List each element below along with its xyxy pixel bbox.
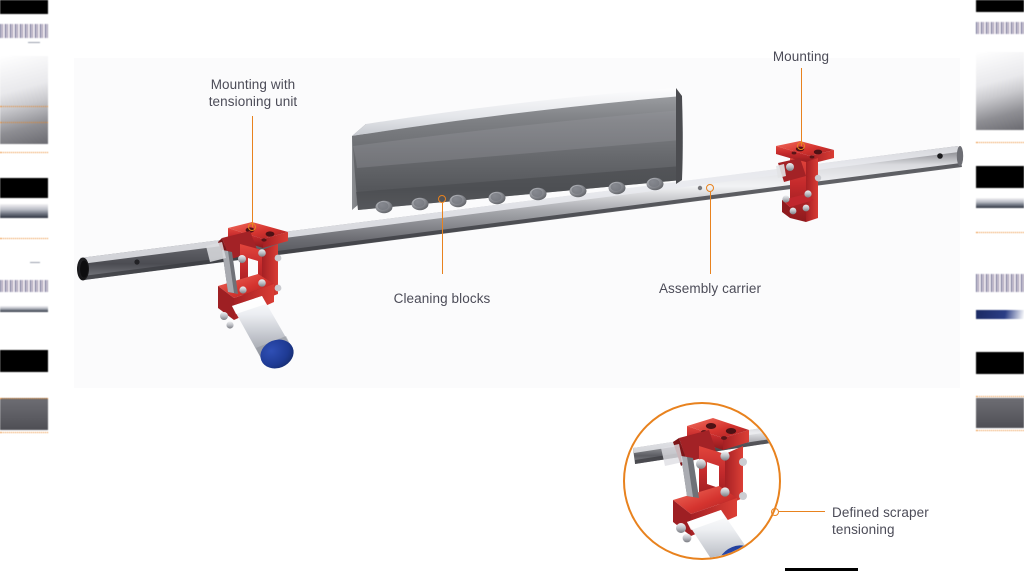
callout-label-mounting: Mounting [772, 49, 830, 64]
leader-line-mounting-tensioning [252, 116, 254, 227]
detail-view-leader-marker [771, 508, 779, 516]
leader-marker-mounting [797, 142, 805, 150]
callout-label-mounting-with-tensioning-unit: Mounting with tensioning unit [208, 77, 298, 109]
leader-line-cleaning-blocks [442, 203, 444, 274]
page-bleed-left [0, 0, 48, 576]
leader-line-assembly-carrier [710, 192, 712, 274]
leader-line-mounting [801, 68, 803, 146]
callout-label-assembly-carrier: Assembly carrier [658, 281, 762, 296]
callout-label-defined-scraper-tensioning: Defined scraper tensioning [832, 505, 929, 537]
detail-view-tensioning-unit [623, 402, 781, 560]
mounting-bracket-right [776, 141, 834, 222]
leader-line-defined-scraper-tensioning [779, 511, 825, 513]
callout-label-cleaning-blocks: Cleaning blocks [393, 291, 491, 306]
leader-marker-assembly-carrier [706, 184, 714, 192]
assembly-carrier-tube [77, 146, 964, 281]
leader-marker-cleaning-blocks [438, 195, 446, 203]
cleaning-block-bolts [375, 177, 664, 214]
cleaning-blocks [352, 88, 683, 214]
page-bleed-right [976, 0, 1024, 576]
mounting-with-tensioning-unit [206, 222, 294, 369]
leader-marker-mounting-tensioning [248, 223, 256, 231]
bottom-rule [785, 568, 858, 571]
